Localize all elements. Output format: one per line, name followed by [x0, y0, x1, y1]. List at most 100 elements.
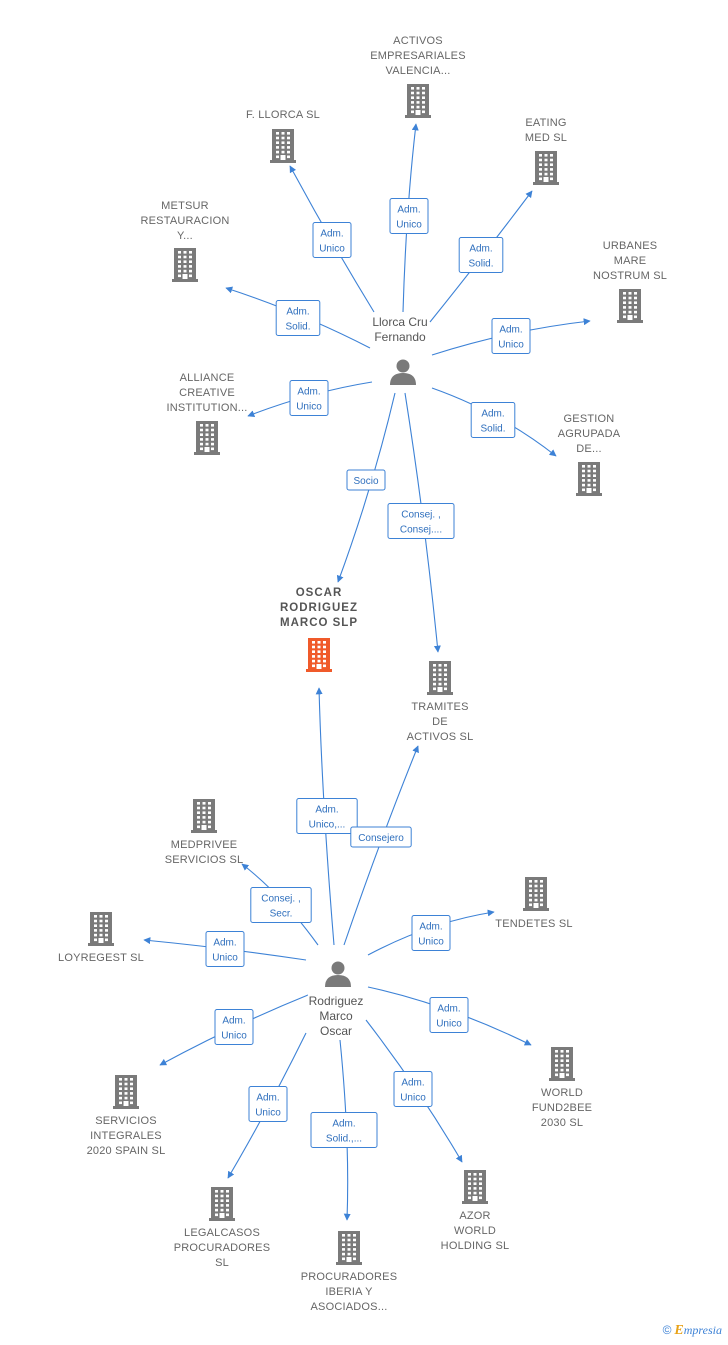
- building-icon-azor[interactable]: [462, 1170, 488, 1204]
- person-label-halo: Marco: [319, 1009, 353, 1023]
- company-label-servicios-line-1: SERVICIOS: [95, 1115, 157, 1127]
- relation-label-text: Unico: [212, 953, 238, 964]
- building-icon-metsur[interactable]: [172, 248, 198, 282]
- company-label-activos-line-1: ACTIVOS: [393, 35, 443, 47]
- relation-label-text: Unico: [418, 937, 444, 948]
- company-label-alliance-line-2: CREATIVE: [179, 387, 235, 399]
- company-label-procuradores-line-1: PROCURADORES: [301, 1271, 398, 1283]
- relation-label-text: Adm.: [297, 387, 320, 398]
- relation-label-text: Unico: [255, 1108, 281, 1119]
- company-label-alliance-line-3: INSTITUTION...: [166, 402, 247, 414]
- relation-label-llorca-gestion[interactable]: Adm.Solid.: [470, 402, 516, 438]
- relation-label-rodriguez-world[interactable]: Adm. Unico: [429, 997, 469, 1033]
- relation-label-text: Adm.: [286, 307, 309, 318]
- brand-name: mpresia: [683, 1323, 722, 1337]
- company-label-tendetes-line-1: TENDETES SL: [495, 918, 572, 930]
- relation-label-rodriguez-azor[interactable]: Adm.Unico: [393, 1071, 433, 1107]
- relation-label-text: Adm.: [469, 244, 492, 255]
- company-label-azor-line-2: WORLD: [454, 1225, 496, 1237]
- company-label-metsur-line-3: Y...: [177, 230, 193, 242]
- relation-label-rodriguez-oscar[interactable]: Adm.Unico,...: [296, 798, 358, 834]
- relation-label-text: Secr.: [270, 909, 293, 920]
- brand-initial: E: [674, 1323, 684, 1338]
- building-icon-tendetes[interactable]: [523, 877, 549, 911]
- relation-label-llorca-metsur[interactable]: Adm.Solid.: [275, 300, 321, 336]
- company-label-azor-line-3: HOLDING SL: [441, 1240, 510, 1252]
- building-icon-world[interactable]: [549, 1047, 575, 1081]
- relation-label-llorca-eating[interactable]: Adm. Solid.: [458, 237, 504, 273]
- relation-label-text: Adm.: [222, 1016, 245, 1027]
- relation-label-text: Unico: [498, 340, 524, 351]
- company-label-world-line-3: 2030 SL: [541, 1117, 583, 1129]
- relation-label-text: Unico: [319, 244, 345, 255]
- company-label-eating-line-2: MED SL: [525, 132, 567, 144]
- company-label-medprivee-line-2: SERVICIOS SL: [165, 854, 244, 866]
- building-icon-procuradores[interactable]: [336, 1231, 362, 1265]
- relation-label-text: Adm.: [401, 1078, 424, 1089]
- building-icon-activos[interactable]: [405, 84, 431, 118]
- building-icon-eating[interactable]: [533, 151, 559, 185]
- building-icon-urbanes[interactable]: [617, 289, 643, 323]
- person-name-line-1: Rodriguez: [309, 994, 364, 1008]
- company-label-activos-line-3: VALENCIA...: [386, 65, 451, 77]
- company-label-metsur-line-1: METSUR: [161, 200, 209, 212]
- relation-label-rodriguez-tendetes[interactable]: Adm. Unico: [411, 915, 451, 951]
- person-label-halo: Oscar: [320, 1024, 352, 1038]
- person-name-line-2: Fernando: [374, 330, 426, 344]
- company-label-oscar-line-2: RODRIGUEZ: [280, 602, 358, 614]
- building-icon-tramites[interactable]: [427, 661, 453, 695]
- company-label-world-line-2: FUND2BEE: [532, 1102, 592, 1114]
- company-label-procuradores-line-2: IBERIA Y: [325, 1286, 373, 1298]
- building-icon-oscar[interactable]: [306, 638, 332, 672]
- company-label-medprivee-line-1: MEDPRIVEE: [171, 839, 238, 851]
- company-label-urbanes-line-1: URBANES: [603, 240, 658, 252]
- building-icon-alliance[interactable]: [194, 421, 220, 455]
- person-icon-llorca[interactable]: [390, 359, 416, 386]
- building-icon-servicios[interactable]: [113, 1075, 139, 1109]
- relation-label-llorca-oscar[interactable]: Socio: [346, 469, 386, 491]
- relation-label-llorca-activos[interactable]: Adm.Unico: [389, 198, 429, 234]
- relation-label-text: Solid.,...: [326, 1134, 362, 1145]
- company-label-tramites-line-2: DE: [432, 716, 448, 728]
- building-icon-gestion[interactable]: [576, 462, 602, 496]
- relation-label-rodriguez-tramites[interactable]: Consejero: [350, 826, 412, 848]
- company-label-fllorca-line-1: F. LLORCA SL: [246, 109, 320, 121]
- relation-label-rodriguez-loyregest[interactable]: Adm.Unico: [205, 931, 245, 967]
- company-label-activos-line-2: EMPRESARIALES: [370, 50, 466, 62]
- relation-label-llorca-tramites[interactable]: Consej. ,Consej....: [387, 503, 455, 539]
- relation-label-llorca-alliance[interactable]: Adm.Unico: [289, 380, 329, 416]
- relation-label-text: Unico: [221, 1031, 247, 1042]
- relation-label-text: Adm.: [499, 325, 522, 336]
- relation-label-text: Solid.: [468, 259, 493, 270]
- relation-label-rodriguez-medprivee[interactable]: Consej. ,Secr.: [250, 887, 312, 923]
- relation-label-text: Unico: [436, 1019, 462, 1030]
- person-label-halo: Fernando: [374, 330, 426, 344]
- company-label-urbanes-line-3: NOSTRUM SL: [593, 270, 667, 282]
- company-label-gestion-line-3: DE...: [576, 443, 601, 455]
- relation-label-text: Unico,...: [309, 820, 346, 831]
- relation-label-text: Adm.: [437, 1004, 460, 1015]
- relation-label-llorca-fllorca[interactable]: Adm.Unico: [312, 222, 352, 258]
- relation-label-text: Adm.: [419, 922, 442, 933]
- relation-label-llorca-urbanes[interactable]: Adm. Unico: [491, 318, 531, 354]
- building-icon-loyregest[interactable]: [88, 912, 114, 946]
- nodes-layer: ACTIVOS EMPRESARIALES VALENCIA... F. LLORCA…: [58, 35, 667, 1313]
- relation-label-rodriguez-procuradores[interactable]: Adm.Solid.,...: [310, 1112, 378, 1148]
- company-label-servicios-line-3: 2020 SPAIN SL: [87, 1145, 166, 1157]
- relation-label-rodriguez-legalcasos[interactable]: Adm. Unico: [248, 1086, 288, 1122]
- relation-label-text: Consej. ,: [401, 510, 440, 521]
- relation-label-rodriguez-servicios[interactable]: Adm. Unico: [214, 1009, 254, 1045]
- building-icon-fllorca[interactable]: [270, 129, 296, 163]
- edges-layer: [143, 123, 591, 1221]
- brand-footer: ©Empresia: [663, 1323, 722, 1339]
- building-icon-medprivee[interactable]: [191, 799, 217, 833]
- person-icon-rodriguez[interactable]: [325, 961, 351, 988]
- company-label-oscar-line-1: OSCAR: [296, 587, 343, 599]
- relation-label-text: Adm.: [256, 1093, 279, 1104]
- company-label-world-line-1: WORLD: [541, 1087, 583, 1099]
- building-icon-legalcasos[interactable]: [209, 1187, 235, 1221]
- relation-label-text: Solid.: [480, 424, 505, 435]
- company-label-gestion-line-1: GESTION: [564, 413, 615, 425]
